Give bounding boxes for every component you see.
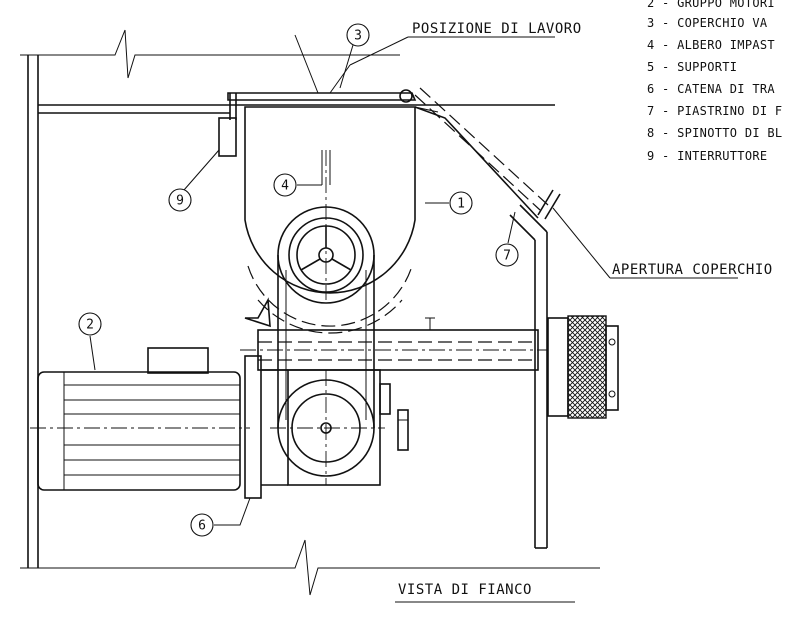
callout-1: 1 — [457, 197, 465, 212]
callout-7-bubble — [495, 243, 519, 267]
callout-1-bubble — [449, 191, 473, 215]
upper-sprocket — [277, 150, 375, 304]
gearbox — [240, 297, 548, 486]
switch — [218, 117, 237, 157]
label-cover-opening: APERTURA COPERCHIO — [612, 262, 773, 278]
callout-2: 2 — [86, 318, 94, 333]
callout-2-bubble — [78, 312, 102, 336]
legend: 2 - GRUPPO MOTORI 3 - COPERCHIO VA 4 - A… — [647, 0, 782, 163]
legend-item-4: 4 - ALBERO IMPAST — [647, 38, 775, 52]
legend-item-6: 6 - CATENA DI TRA — [647, 82, 775, 96]
callout-3: 3 — [354, 29, 362, 44]
legend-item-7: 7 - PIASTRINO DI F — [647, 104, 782, 118]
callouts: 3 4 1 9 7 2 6 — [78, 23, 519, 537]
legend-item-9: 9 - INTERRUTTORE — [647, 149, 767, 163]
callout-9-bubble — [168, 188, 192, 212]
label-working-position: POSIZIONE DI LAVORO — [412, 21, 582, 37]
lower-sprocket — [270, 370, 385, 485]
label-side-view: VISTA DI FIANCO — [398, 582, 532, 598]
legend-item-5: 5 - SUPPORTI — [647, 60, 737, 74]
legend-item-3: 3 - COPERCHIO VA — [647, 16, 768, 30]
frame — [20, 29, 600, 596]
handwheel — [547, 315, 619, 419]
legend-item-8: 8 - SPINOTTO DI BL — [647, 126, 782, 140]
motor — [30, 347, 288, 499]
callout-4-bubble — [273, 173, 297, 197]
callout-6-bubble — [190, 513, 214, 537]
mixing-tank — [244, 106, 539, 334]
callout-6: 6 — [198, 519, 206, 534]
callout-9: 9 — [176, 194, 184, 209]
callout-4: 4 — [281, 179, 289, 194]
legend-item-2: 2 - GRUPPO MOTORI — [647, 0, 775, 10]
callout-3-bubble — [346, 23, 370, 47]
callout-7: 7 — [503, 249, 511, 264]
